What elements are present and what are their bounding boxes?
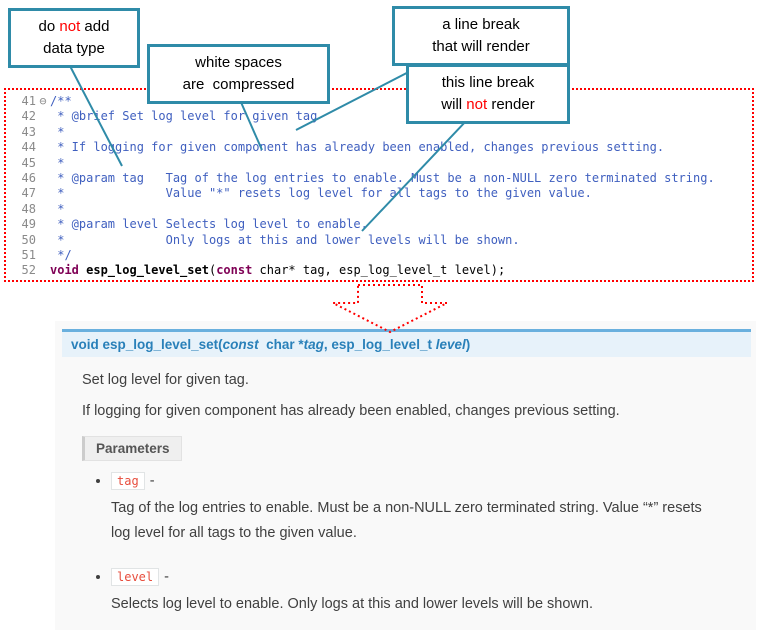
param-name-level: level (111, 568, 160, 587)
callout-line-break-renders: a line break that will render (392, 6, 570, 66)
code-line: 45 * (10, 156, 752, 171)
line-number: 45 (21, 155, 36, 170)
keyword-const: const (216, 263, 253, 278)
sig-paren: ) (465, 337, 471, 352)
callout-text: this line break (441, 74, 535, 91)
punctuation: ( (208, 263, 217, 278)
parameter-list: char* tag, esp_log_level_t level); (252, 263, 506, 278)
code-editor-snippet: 41⊖/** 42 * @brief Set log level for giv… (4, 88, 754, 282)
parameter-item: level- Selects log level to enable. Only… (111, 568, 756, 617)
code-line: 42 * @brief Set log level for given tag (10, 109, 752, 124)
code-line: 50 * Only logs at this and lower levels … (10, 233, 752, 248)
function-signature: void esp_log_level_set(const char *tag, … (62, 329, 751, 357)
callout-whitespace-compressed: white spaces are compressed (147, 44, 330, 104)
doc-details: If logging for given component has alrea… (82, 403, 620, 419)
param-dash: - (164, 569, 169, 586)
line-number: 51 (21, 247, 36, 262)
callout-line-break-not-render: this line break will not render (406, 64, 570, 124)
code-text: * Only logs at this and lower levels wil… (50, 232, 520, 247)
line-number: 48 (21, 201, 36, 216)
callout-text: data type (43, 39, 105, 57)
code-line: 47 * Value "*" resets log level for all … (10, 186, 752, 201)
param-dash: - (149, 473, 155, 489)
code-line: 49 * @param level Selects log level to e… (10, 217, 752, 232)
code-text: * @param tag Tag of the log entries to e… (50, 170, 715, 185)
parameters-list: tag- Tag of the log entries to enable. M… (111, 472, 756, 617)
line-number: 43 (21, 124, 36, 139)
param-description: Tag of the log entries to enable. Must b… (111, 500, 702, 541)
code-text: /** (50, 94, 72, 108)
sig-type: char * (258, 337, 304, 352)
code-line: 46 * @param tag Tag of the log entries t… (10, 171, 752, 186)
code-line: 51 */ (10, 248, 752, 263)
sig-return-type: void (71, 337, 103, 352)
callout-text: are compressed (182, 75, 295, 93)
sig-const-keyword: const (222, 337, 259, 352)
rendered-doc-panel: void esp_log_level_set(const char *tag, … (55, 321, 756, 630)
callout-text: that will render (432, 37, 530, 55)
code-text: * (50, 155, 65, 170)
code-text: */ (50, 247, 72, 262)
code-text: * (50, 124, 65, 139)
line-number: 46 (21, 170, 36, 185)
callout-text: render (487, 95, 535, 113)
sig-function-name: esp_log_level_set (102, 337, 219, 352)
code-line: 41⊖/** (10, 94, 752, 109)
code-text: * @brief Set log level for given tag (50, 109, 318, 124)
line-number: 50 (21, 232, 36, 247)
callout-text: do (38, 18, 60, 35)
line-number: 42 (21, 109, 36, 124)
function-name: esp_log_level_set (78, 263, 209, 278)
callout-text: will (441, 95, 467, 113)
param-description: Selects log level to enable. Only logs a… (111, 596, 593, 613)
code-text: * Value "*" resets log level for all tag… (50, 186, 592, 201)
code-text: * (50, 201, 65, 216)
callout-text: white spaces (195, 54, 282, 71)
param-name-tag: tag (111, 472, 145, 490)
code-line: 43 * (10, 125, 752, 140)
line-number: 44 (21, 140, 36, 155)
sig-param-level: level (435, 337, 466, 352)
sig-param-tag: tag (303, 337, 324, 352)
parameter-item: tag- Tag of the log entries to enable. M… (111, 472, 756, 545)
code-text: * @param level Selects log level to enab… (50, 217, 368, 232)
callout-text: add (80, 18, 110, 35)
keyword-void: void (50, 263, 79, 278)
line-number: 47 (21, 186, 36, 201)
line-number: 41 (21, 94, 36, 108)
doc-brief: Set log level for given tag. (82, 372, 249, 388)
parameters-header: Parameters (82, 436, 182, 461)
sig-paren: ( (218, 337, 223, 352)
sig-type: , esp_log_level_t (323, 337, 436, 352)
callout-text-emphasis: not (466, 95, 488, 113)
line-number: 49 (21, 217, 36, 232)
code-line-function-declaration: 52 void esp_log_level_set(const char* tag… (10, 263, 752, 278)
code-text: * If logging for given component has alr… (50, 140, 665, 155)
code-line: 44 * If logging for given component has … (10, 140, 752, 155)
callout-text-emphasis: not (59, 18, 81, 35)
code-line: 48 * (10, 202, 752, 217)
fold-toggle-icon[interactable]: ⊖ (39, 94, 47, 108)
callout-text: a line break (442, 16, 520, 33)
line-number: 52 (21, 263, 36, 278)
callout-no-datatype: do not add data type (8, 8, 140, 68)
